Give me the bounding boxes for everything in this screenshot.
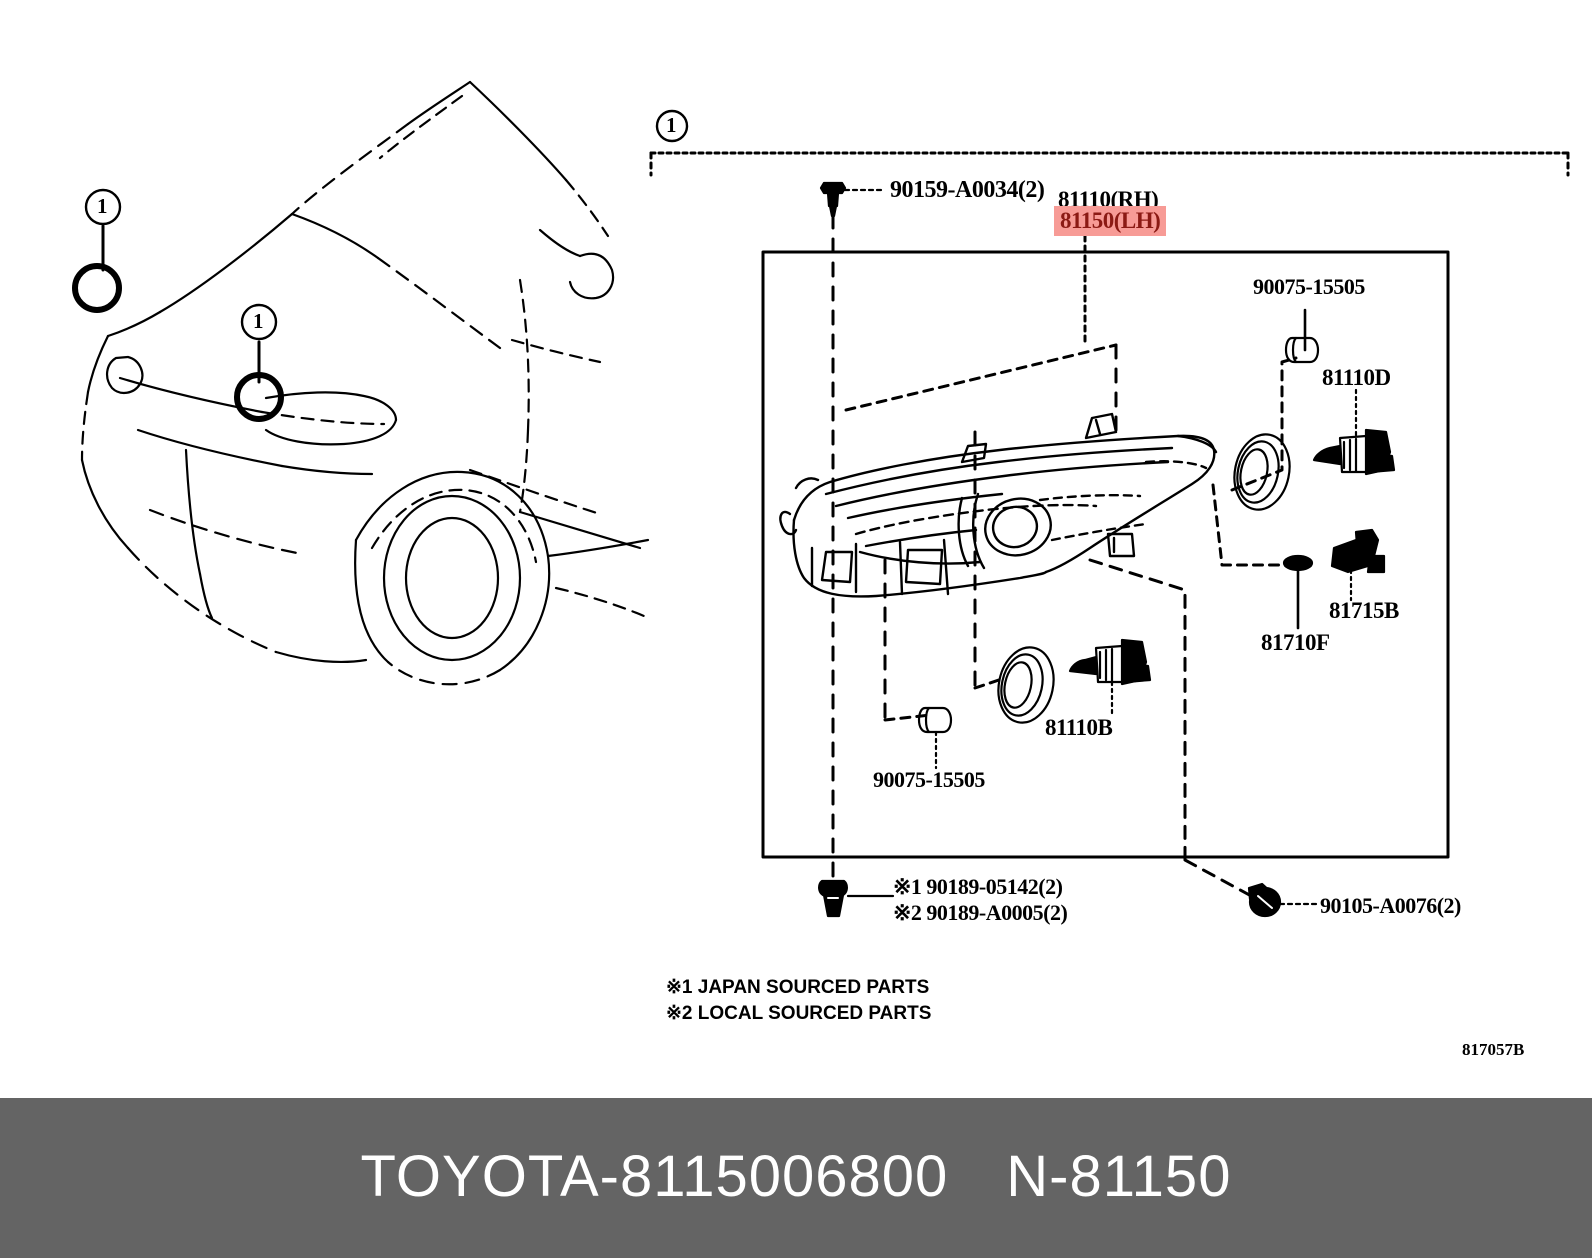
label-screw-right: 90105-A0076(2)	[1320, 893, 1461, 918]
legend-local-sourced: ※2 LOCAL SOURCED PARTS	[666, 1003, 932, 1024]
part-socket-81715b	[1330, 528, 1386, 602]
leader-lines	[831, 213, 1307, 900]
footer-node-number: 81150	[1069, 1144, 1232, 1209]
vehicle-outline	[80, 80, 650, 686]
label-headlamp-lh-highlighted[interactable]: 81150(LH)	[1054, 206, 1167, 236]
label-bolt-japan: ※1 90189-05142(2)	[893, 874, 1063, 899]
headlamp-assembly	[779, 412, 1218, 598]
label-socket-top: 90075-15505	[1253, 274, 1365, 299]
part-socket-bottom	[917, 706, 953, 770]
footer-dash: -	[599, 1144, 620, 1209]
footer-brand: TOYOTA	[360, 1144, 600, 1209]
group-bracket	[649, 109, 1570, 177]
footer-part-number: 8115006800	[619, 1144, 949, 1209]
part-gasket-lower	[997, 646, 1055, 724]
assembly-box	[761, 250, 1450, 859]
diagram-code: 817057B	[1462, 1040, 1525, 1059]
part-bulb-81110b	[1068, 638, 1152, 716]
part-screw-90159	[819, 181, 886, 218]
vehicle-callout-top-number: 1	[97, 194, 108, 218]
part-screw-90105	[1247, 882, 1320, 918]
label-headlamp-rh: 81110(RH)	[1058, 187, 1159, 212]
label-clip-81710f: 81710F	[1261, 630, 1330, 655]
footer-bar	[0, 1098, 1592, 1258]
vehicle-callout-targets	[72, 263, 284, 422]
label-bulb-81110b: 81110B	[1045, 715, 1113, 740]
label-screw-top: 90159-A0034(2)	[890, 177, 1045, 203]
part-clip-81710f	[1282, 554, 1314, 630]
legend-japan-sourced: ※1 JAPAN SOURCED PARTS	[666, 977, 930, 998]
footer-node-letter: N	[1006, 1144, 1050, 1209]
footer-node-dash: -	[1049, 1144, 1070, 1209]
part-bulb-81110d	[1312, 388, 1396, 476]
part-gasket-upper	[1233, 433, 1291, 511]
label-bulb-81110d: 81110D	[1322, 365, 1391, 390]
label-socket-bottom: 90075-15505	[873, 767, 985, 792]
group-bracket-number: 1	[666, 113, 677, 137]
vehicle-callout-leaders	[101, 224, 261, 384]
label-socket-81715b: 81715B	[1329, 598, 1399, 623]
part-socket-top	[1284, 336, 1320, 364]
part-bolt-90189	[818, 879, 895, 918]
vehicle-callout-circles	[84, 188, 278, 341]
vehicle-callout-bottom-number: 1	[253, 309, 264, 333]
label-bolt-local: ※2 90189-A0005(2)	[893, 900, 1068, 925]
